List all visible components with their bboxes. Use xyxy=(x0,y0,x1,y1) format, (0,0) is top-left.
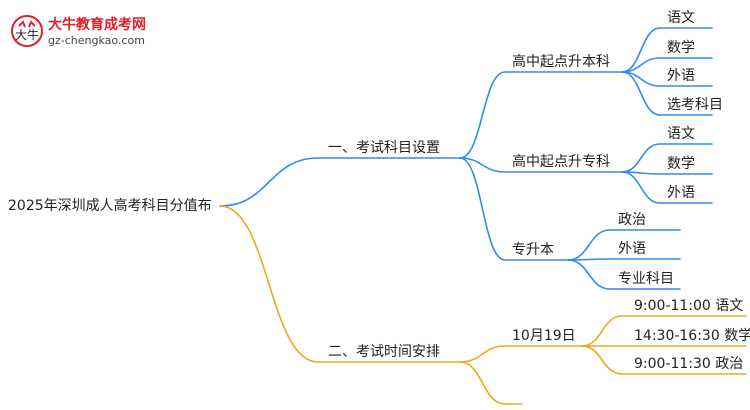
leaf-college-chinese: 语文 xyxy=(667,126,695,142)
connector-root-to-setup xyxy=(219,157,319,207)
node-hs-to-college: 高中起点升专科 xyxy=(512,154,610,170)
node-exam-date: 10月19日 xyxy=(512,328,576,344)
branch-exam-schedule: 二、考试时间安排 xyxy=(328,344,440,360)
leaf-bachelor-math: 数学 xyxy=(667,40,695,56)
leaf-schedule-chinese: 9:00-11:00 语文 xyxy=(634,298,744,314)
logo-url: gz-chengkao.com xyxy=(48,34,145,47)
root-node: 2025年深圳成人高考科目分值布 xyxy=(8,198,212,214)
svg-text:大牛: 大牛 xyxy=(15,27,39,42)
leaf-upgrade-politics: 政治 xyxy=(618,212,646,228)
connector-schedule-to-blank xyxy=(459,361,506,405)
leaf-college-math: 数学 xyxy=(667,156,695,172)
connector-college-leaf xyxy=(621,171,661,204)
connector-bachelor-leaf xyxy=(621,71,661,116)
connector-setup-to-college xyxy=(459,157,506,173)
connector-upgrade-leaf xyxy=(567,259,611,290)
connector-upgrade-leaf xyxy=(567,229,611,261)
node-college-to-bachelor: 专升本 xyxy=(512,242,554,258)
connector-bachelor-leaf xyxy=(621,27,661,73)
leaf-bachelor-chinese: 语文 xyxy=(667,10,695,26)
leaf-schedule-politics: 9:00-11:30 政治 xyxy=(634,356,744,372)
leaf-bachelor-elective: 选考科目 xyxy=(667,97,723,113)
connector-schedule-leaf xyxy=(581,315,623,347)
connector-schedule-to-date xyxy=(459,345,506,363)
leaf-bachelor-foreign: 外语 xyxy=(667,68,695,84)
bull-logo-icon: 大牛 xyxy=(11,15,43,47)
connector-college-leaf xyxy=(621,143,661,173)
connector-schedule-leaf xyxy=(581,345,623,375)
connector-root-to-schedule xyxy=(219,205,319,363)
connector-setup-to-bachelor xyxy=(459,71,506,159)
site-logo[interactable]: 大牛 大牛教育成考网 gz-chengkao.com xyxy=(8,8,168,54)
leaf-schedule-math: 14:30-16:30 数学 xyxy=(634,328,750,344)
node-hs-to-bachelor: 高中起点升本科 xyxy=(512,54,610,70)
logo-title: 大牛教育成考网 xyxy=(48,17,146,33)
connector-setup-to-upgrade xyxy=(459,157,506,261)
leaf-college-foreign: 外语 xyxy=(667,185,695,201)
leaf-upgrade-foreign: 外语 xyxy=(618,241,646,257)
leaf-upgrade-major: 专业科目 xyxy=(618,271,674,287)
branch-subject-setup: 一、考试科目设置 xyxy=(328,140,440,156)
